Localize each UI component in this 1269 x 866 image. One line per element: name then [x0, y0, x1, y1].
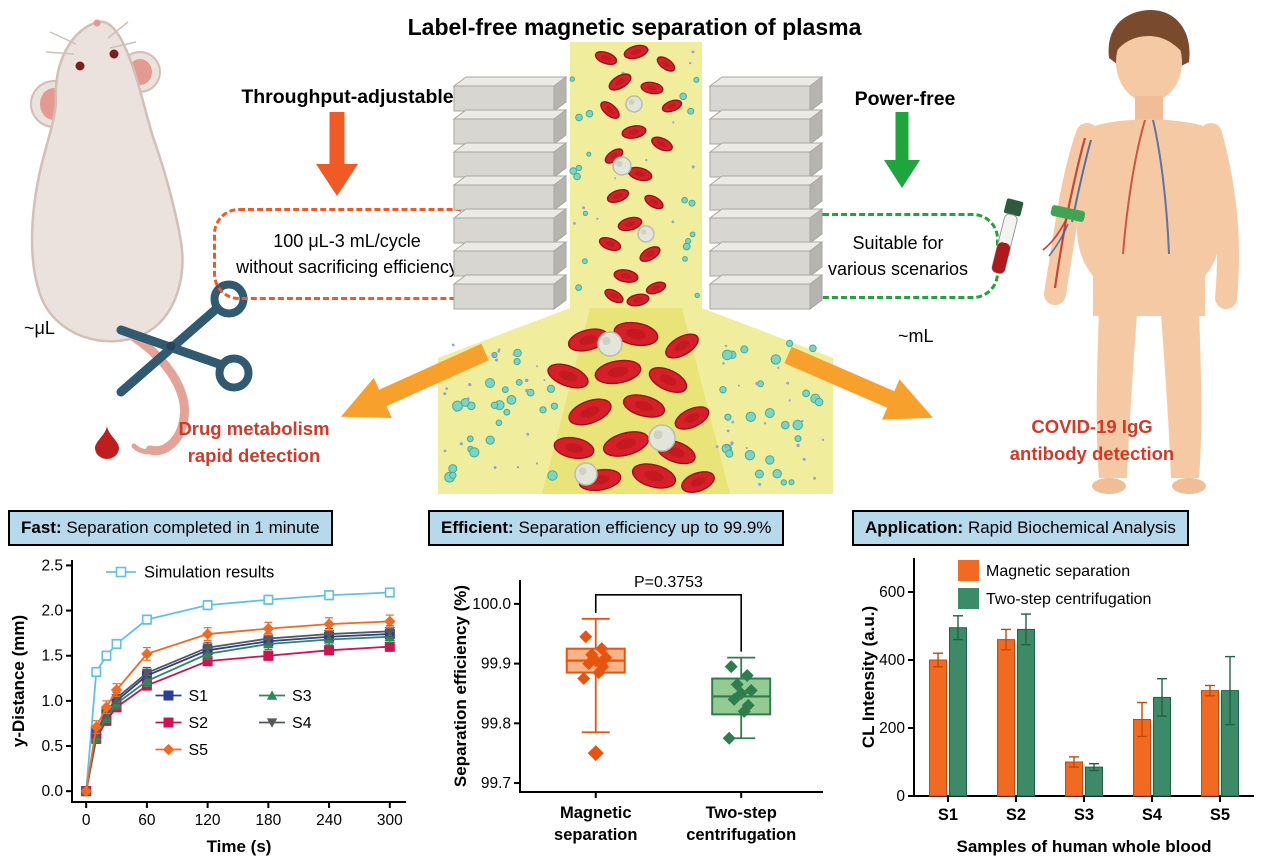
human-body-illustration	[991, 10, 1240, 494]
power-line1: Suitable for	[852, 232, 944, 253]
mouse-eye	[109, 49, 119, 59]
blood-drop-icon	[95, 425, 119, 459]
svg-text:600: 600	[879, 584, 905, 601]
svg-text:Samples of human whole blood: Samples of human whole blood	[956, 837, 1211, 856]
mouse-illustration	[30, 19, 189, 456]
svg-text:y-Distance (mm): y-Distance (mm)	[9, 615, 28, 747]
svg-text:400: 400	[879, 652, 905, 669]
svg-text:CL Intensity (a.u.): CL Intensity (a.u.)	[859, 606, 878, 748]
svg-text:99.9: 99.9	[481, 656, 511, 673]
throughput-line1: 100 μL-3 mL/cycle	[273, 230, 421, 251]
scale-label-microliter: ~μL	[24, 318, 55, 338]
svg-text:S5: S5	[189, 742, 209, 759]
svg-text:60: 60	[138, 812, 156, 829]
blood-tube-icon	[991, 198, 1024, 274]
svg-text:180: 180	[255, 812, 281, 829]
svg-text:Magnetic: Magnetic	[560, 804, 632, 822]
svg-text:0.0: 0.0	[41, 783, 63, 800]
panel-header-efficient: Efficient: Separation efficiency up to 9…	[428, 510, 785, 546]
svg-text:Two-step: Two-step	[706, 804, 777, 822]
svg-text:0: 0	[896, 788, 905, 805]
svg-text:2.5: 2.5	[41, 557, 63, 574]
svg-text:S2: S2	[1006, 806, 1026, 824]
svg-text:S5: S5	[1210, 806, 1230, 824]
mouse-eye	[75, 61, 85, 71]
mouse-nose	[93, 19, 101, 27]
separation-device-illustration	[438, 42, 833, 494]
svg-text:99.8: 99.8	[481, 715, 511, 732]
svg-text:S4: S4	[1142, 806, 1163, 824]
human-hair	[1108, 10, 1190, 66]
svg-text:Simulation results: Simulation results	[144, 564, 274, 582]
svg-text:Time (s): Time (s)	[207, 837, 272, 856]
svg-text:1.0: 1.0	[41, 693, 63, 710]
panel-header-fast: Fast: Separation completed in 1 minute	[8, 510, 333, 546]
svg-text:240: 240	[316, 812, 342, 829]
power-free-label: Power-free	[854, 88, 956, 110]
down-arrow-green-icon	[884, 112, 920, 188]
human-torso	[1077, 119, 1221, 276]
svg-text:S1: S1	[938, 806, 958, 824]
svg-text:S2: S2	[189, 715, 209, 732]
svg-text:S1: S1	[189, 688, 209, 705]
svg-text:200: 200	[879, 720, 905, 737]
vessel-line	[1122, 119, 1146, 255]
page-title: Label-free magnetic separation of plasma	[407, 14, 862, 40]
svg-text:Magnetic separation: Magnetic separation	[986, 563, 1130, 580]
svg-text:Two-step centrifugation: Two-step centrifugation	[986, 591, 1151, 608]
vessel-line	[1152, 119, 1170, 255]
svg-text:300: 300	[377, 812, 403, 829]
svg-text:S3: S3	[292, 688, 312, 705]
mouse-body	[30, 20, 184, 343]
svg-text:Separation efficiency (%): Separation efficiency (%)	[451, 585, 470, 787]
svg-text:1.5: 1.5	[41, 648, 63, 665]
svg-text:0.5: 0.5	[41, 738, 63, 755]
svg-text:100.0: 100.0	[472, 596, 511, 613]
left-application-label: Drug metabolism rapid detection	[178, 418, 330, 466]
human-left-arm	[1200, 123, 1240, 309]
scale-label-milliliter: ~mL	[898, 326, 934, 346]
svg-text:2.0: 2.0	[41, 603, 63, 620]
svg-text:99.7: 99.7	[481, 775, 511, 792]
svg-text:S4: S4	[292, 715, 312, 732]
human-neck	[1135, 96, 1163, 122]
throughput-adjustable-label: Throughput-adjustable	[241, 86, 454, 108]
svg-text:centrifugation: centrifugation	[686, 826, 796, 844]
right-application-label: COVID-19 IgG antibody detection	[1009, 416, 1175, 464]
svg-text:S3: S3	[1074, 806, 1094, 824]
panel-header-application: Application: Rapid Biochemical Analysis	[852, 510, 1189, 546]
human-head	[1116, 22, 1182, 102]
mouse-tail	[121, 327, 189, 456]
svg-text:separation: separation	[554, 826, 637, 844]
svg-text:120: 120	[195, 812, 221, 829]
power-line2: various scenarios	[827, 259, 969, 279]
tourniquet-band	[1050, 205, 1086, 222]
svg-text:0: 0	[82, 812, 91, 829]
svg-text:P=0.3753: P=0.3753	[634, 574, 703, 591]
down-arrow-orange-icon	[316, 112, 358, 196]
human-leg	[1096, 310, 1137, 478]
human-leg	[1161, 310, 1202, 478]
throughput-line2: without sacrificing efficiency	[236, 257, 458, 277]
scissors-icon	[116, 280, 253, 397]
